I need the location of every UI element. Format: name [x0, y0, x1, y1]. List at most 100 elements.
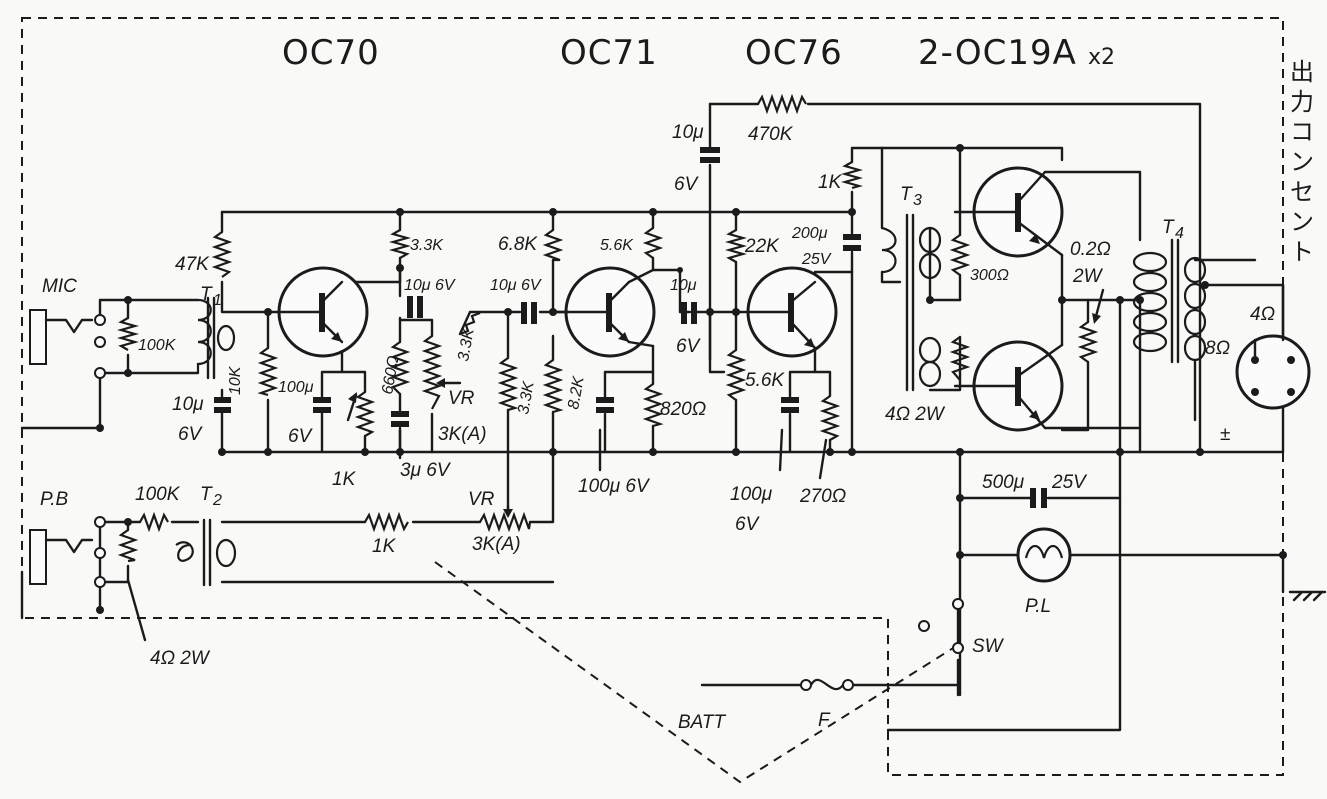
resistor-1k-pb: [364, 511, 409, 533]
side-char: ン: [1290, 208, 1314, 236]
power-switch-icon[interactable]: [918, 598, 964, 654]
resistor-660-label: 660Ω: [379, 354, 402, 395]
mic-input-label: MIC: [42, 276, 77, 297]
cap-10u-6v-c1: [407, 296, 423, 318]
side-char: コ: [1290, 118, 1314, 146]
pb-input-label: P.B: [40, 489, 69, 510]
cap-500u: [1030, 488, 1047, 508]
cap-10u-6v-b-label: 10μ 6V: [490, 277, 542, 294]
resistor-3-3k-a-label: 3.3K: [410, 237, 444, 254]
chassis-outline: [21, 17, 1284, 784]
resistor-4ohm-2w-label: 4Ω 2W: [885, 404, 946, 425]
output-transistor-multiplier: x2: [1088, 45, 1115, 70]
resistor-47k: [211, 231, 233, 278]
output-transistor-lower-icon: [953, 340, 1064, 432]
resistor-470k-label: 470K: [748, 124, 794, 145]
resistor-660: [389, 341, 411, 395]
t4-label: T: [1162, 217, 1175, 238]
resistor-22k-label: 22K: [744, 236, 780, 257]
cap-6v-d-label: 6V: [735, 514, 761, 535]
wiper-arrows: [346, 288, 1105, 518]
cap-10u-6v-a-label: 10μ 6V: [404, 277, 456, 294]
cap-500u-label: 500μ: [982, 472, 1025, 493]
impedance-4-label: 4Ω: [1250, 304, 1275, 325]
vr-b-label: VR: [468, 489, 495, 510]
resistor-0-2: [1077, 321, 1099, 363]
resistor-22k: [724, 229, 748, 263]
resistor-270-label: 270Ω: [799, 486, 846, 507]
transformer-t4: [1132, 238, 1207, 364]
cap-6v-c-label: 6V: [676, 336, 702, 357]
cap-6v-fb-label: 6V: [674, 174, 700, 195]
junction-dots: [96, 144, 1287, 614]
output-socket-label: 出 力 コ ン セ ン ト: [1290, 58, 1314, 266]
resistor-0-2-label: 0.2Ω: [1070, 239, 1111, 260]
resistor-8-2k-label: 8.2K: [565, 374, 588, 411]
cap-6v-label: 6V: [178, 424, 204, 445]
cap-100u-c-label: 100μ: [730, 484, 773, 505]
fuse-icon: [800, 678, 854, 691]
resistor-100k-pb-label: 100K: [135, 484, 181, 505]
cap-100u-6v-b: [596, 397, 614, 413]
resistor-100k-mic-label: 100K: [138, 337, 177, 354]
speaker-socket-icon[interactable]: [1235, 283, 1311, 410]
resistor-100k-mic: [116, 317, 140, 351]
cap-10u-6v-c2: [521, 302, 537, 324]
transistor-q3-icon: [734, 266, 838, 358]
resistor-5-6k-b: [725, 349, 747, 401]
resistor-3-3k-c-label: 3.3K: [515, 379, 538, 416]
cap-10u-label: 10μ: [172, 394, 204, 415]
t1-label: T: [200, 284, 213, 305]
resistor-5-6k-a-label: 5.6K: [600, 237, 634, 254]
resistor-10k: [257, 347, 279, 397]
impedance-8-label: 8Ω: [1205, 338, 1230, 359]
side-char: 力: [1290, 88, 1314, 116]
resistor-820: [642, 383, 664, 428]
side-char: ト: [1290, 238, 1314, 266]
resistor-270: [819, 395, 841, 441]
pilot-lamp-label: P.L: [1025, 596, 1051, 617]
q1-type-label: OC70: [282, 33, 380, 73]
transformer-t1: [196, 296, 236, 380]
t2-label-sub: 2: [212, 492, 222, 509]
t3-label: T: [900, 184, 913, 205]
cap-10u-b: [681, 302, 697, 324]
resistor-4ohm-2w-pb: [117, 529, 139, 563]
vr-3k-pb: [479, 511, 532, 533]
resistor-100k-pb: [139, 511, 169, 533]
transistor-q2-icon: [551, 266, 656, 358]
t1-label-sub: 1: [213, 292, 222, 309]
resistor-1k-pb-label: 1K: [372, 536, 397, 557]
t4-label-sub: 4: [1175, 225, 1184, 242]
cap-3u-label: 3μ 6V: [400, 460, 452, 481]
resistor-10k-label: 10K: [227, 365, 244, 395]
cap-100u-a-label: 100μ: [278, 379, 314, 396]
resistor-4ohm-2w: [949, 336, 971, 381]
transformer-t3: [881, 213, 942, 392]
cap-10u-b-label: 10μ: [670, 277, 697, 294]
cap-100u-a: [313, 397, 331, 413]
resistor-1k-b-label: 1K: [818, 172, 843, 193]
vr-b-value: 3K(A): [472, 534, 521, 555]
transistor-q1-icon: [266, 266, 369, 358]
side-char: 出: [1290, 58, 1314, 86]
resistor-5-6k-a: [642, 227, 664, 259]
side-char: ン: [1290, 148, 1314, 176]
output-transistor-upper-icon: [953, 166, 1064, 258]
pb-jack-icon[interactable]: [29, 516, 106, 588]
q2-type-label: OC71: [560, 33, 658, 73]
output-transistor-label: 2-OC19A: [918, 33, 1077, 73]
cap-200u-label: 200μ: [791, 225, 828, 242]
resistor-3-3k-b-label: 3.3K: [455, 326, 478, 363]
polarity-label: ±: [1220, 424, 1230, 445]
mic-jack-icon[interactable]: [29, 309, 106, 379]
cap-6v-b-label: 6V: [288, 426, 314, 447]
chassis-ground-icon: [1281, 553, 1327, 602]
resistor-1k-b: [840, 161, 864, 190]
switch-label: SW: [972, 636, 1005, 657]
resistors: [116, 93, 1099, 563]
resistor-3-3k-b: [459, 311, 481, 336]
q3-type-label: OC76: [745, 33, 843, 73]
resistor-4ohm-2w-pb-label: 4Ω 2W: [150, 648, 211, 669]
